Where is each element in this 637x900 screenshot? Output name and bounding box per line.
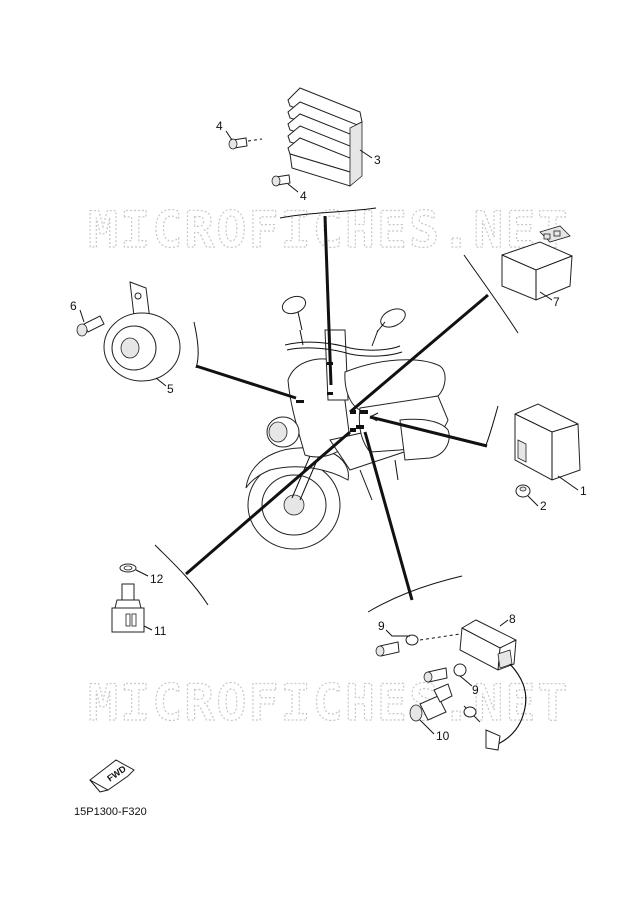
bolt-icon [76, 315, 105, 337]
washer-icon [119, 563, 137, 573]
nut-icon [515, 484, 531, 498]
callout-11: 11 [154, 624, 167, 638]
spark-plug-cap-icon [409, 683, 481, 723]
forward-arrow-icon: FWD [89, 759, 135, 793]
callouts: 1 2 3 4 4 5 6 7 8 9 9 10 11 [70, 119, 587, 743]
callout-5: 5 [167, 382, 174, 396]
watermark-top: MICROFICHES.NET [88, 201, 570, 259]
callout-6: 6 [70, 299, 77, 313]
switch-icon [111, 583, 145, 633]
callout-4a: 4 [216, 119, 223, 133]
horn-icon [103, 281, 181, 382]
callout-7: 7 [553, 295, 560, 309]
callout-9a: 9 [378, 619, 385, 633]
callout-8: 8 [509, 612, 516, 626]
relay-icon [501, 225, 573, 301]
cdi-unit-icon [514, 403, 581, 481]
ignition-coil-icon [459, 619, 527, 751]
bolt-icon [228, 137, 263, 150]
callout-9b: 9 [472, 683, 479, 697]
callout-4b: 4 [300, 189, 307, 203]
scooter-illustration [245, 295, 450, 550]
rectifier-regulator-icon [287, 87, 363, 187]
callout-1: 1 [580, 484, 587, 498]
callout-3: 3 [374, 153, 381, 167]
bolt-icon [423, 663, 467, 683]
bolt-icon [271, 174, 291, 187]
bolt-icon [375, 633, 461, 657]
callout-10: 10 [436, 729, 450, 743]
leader-lines [154, 207, 519, 613]
diagram-code: 15P1300-F320 [74, 806, 147, 818]
callout-2: 2 [540, 499, 547, 513]
callout-12: 12 [150, 572, 164, 586]
watermark-bottom: MICROFICHES.NET [88, 674, 570, 732]
